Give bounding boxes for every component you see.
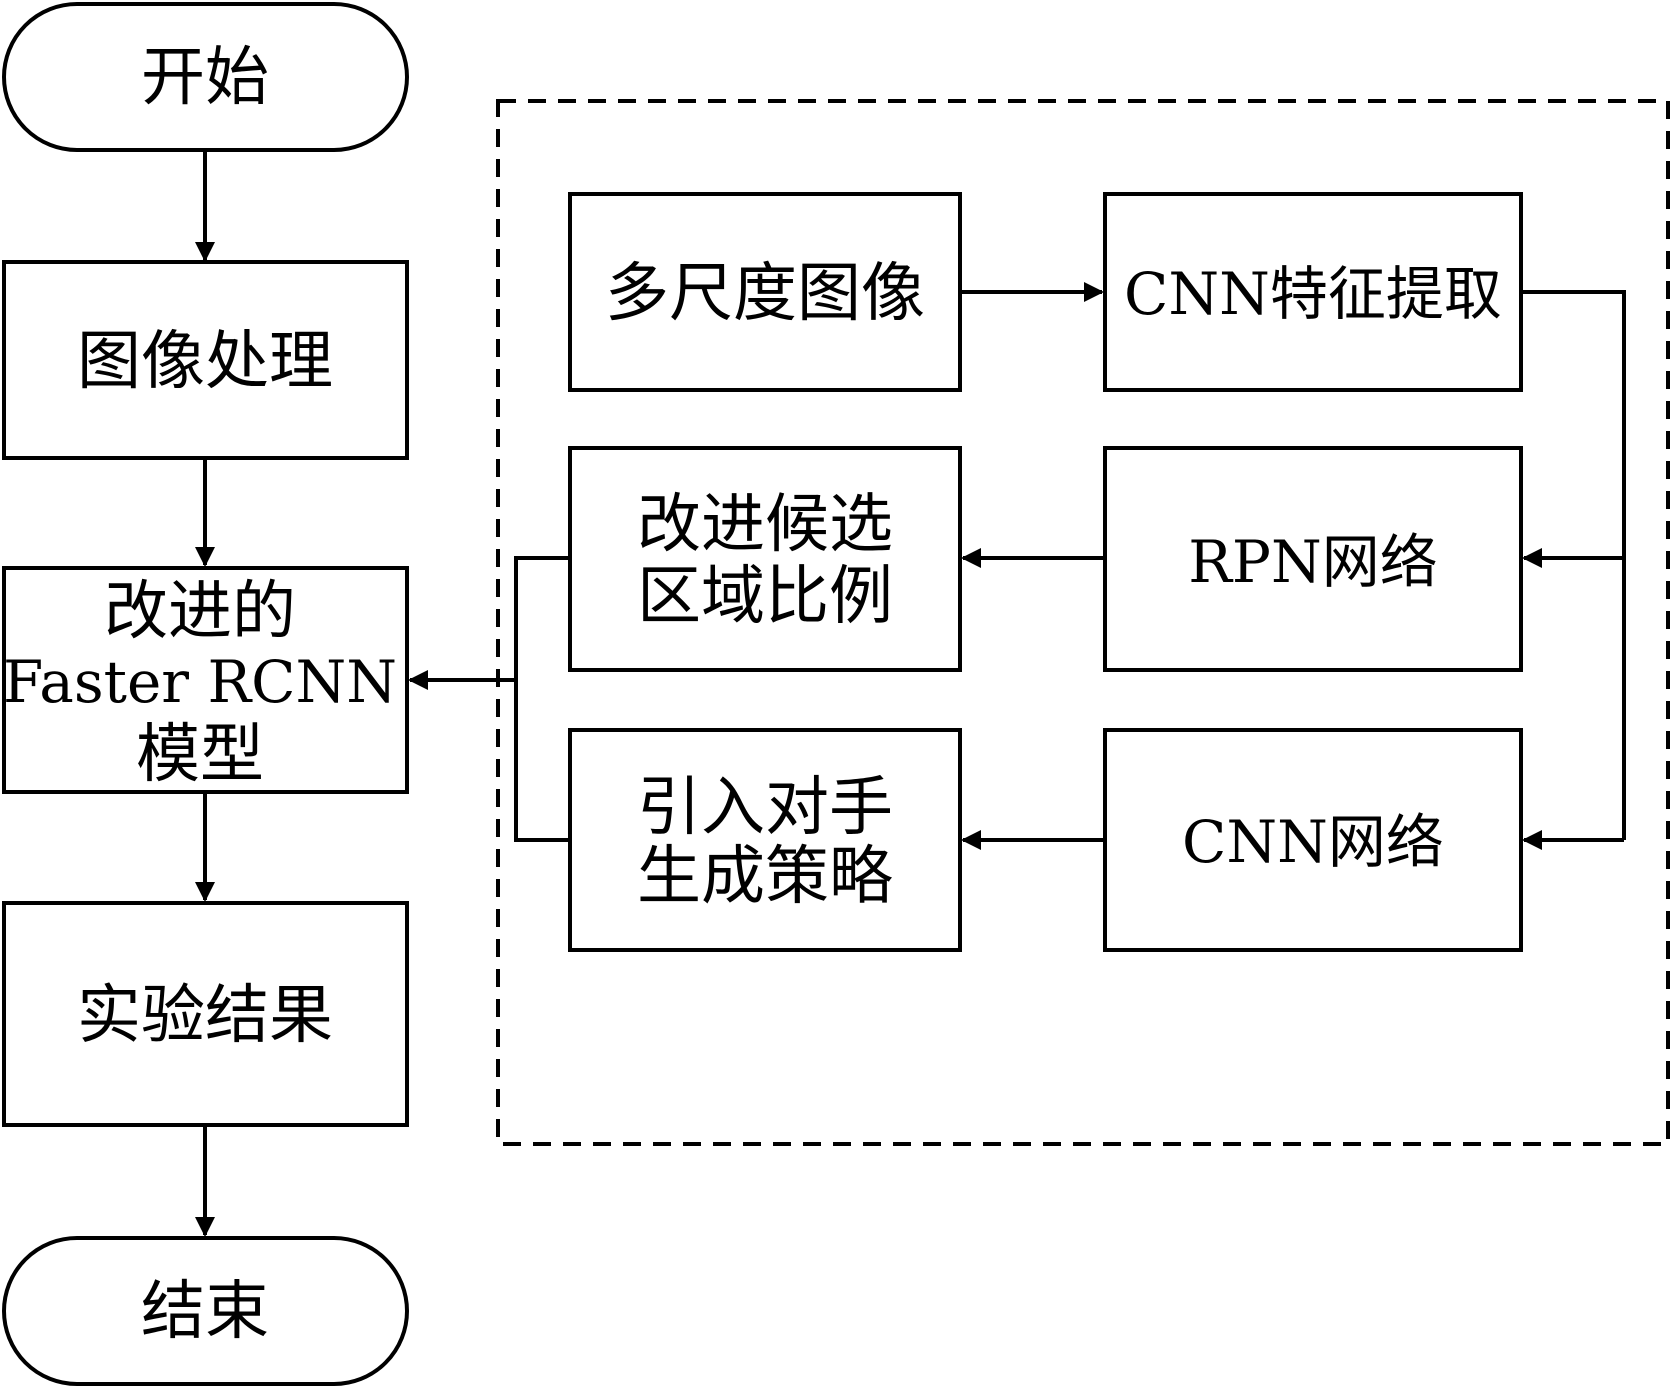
model-node bbox=[2, 566, 409, 794]
image-processing-label: 图像处理 bbox=[77, 325, 333, 399]
cnn-feature-extraction-label: CNN特征提取 bbox=[1124, 260, 1502, 328]
cnn-network-label: CNN网络 bbox=[1182, 808, 1444, 876]
connector-right-vertical bbox=[1521, 290, 1626, 840]
cnn-feature-extraction-node bbox=[1103, 192, 1523, 392]
results-label: 实验结果 bbox=[77, 979, 333, 1053]
adversarial-strategy-label-line2: 生成策略 bbox=[637, 840, 893, 914]
model-label-line2: Faster RCNN bbox=[3, 648, 397, 716]
model-label-line3: 模型 bbox=[136, 718, 264, 792]
start-label: 开始 bbox=[141, 41, 269, 115]
adversarial-strategy-node bbox=[568, 728, 962, 952]
improve-region-ratio-label-line2: 区域比例 bbox=[637, 560, 893, 634]
adversarial-strategy-label-line1: 引入对手 bbox=[637, 771, 893, 845]
improve-region-ratio-node bbox=[568, 446, 962, 672]
model-label-line1: 改进的 bbox=[104, 575, 296, 649]
rpn-network-label: RPN网络 bbox=[1188, 528, 1437, 596]
image-processing-node bbox=[2, 260, 409, 460]
multi-scale-image-label: 多尺度图像 bbox=[605, 257, 925, 331]
rpn-network-node bbox=[1103, 446, 1523, 672]
improve-region-ratio-label-line1: 改进候选 bbox=[637, 488, 893, 562]
cnn-network-node bbox=[1103, 728, 1523, 952]
end-node bbox=[2, 1236, 409, 1386]
multi-scale-image-node bbox=[568, 192, 962, 392]
connector-left-bracket bbox=[514, 556, 570, 842]
end-label: 结束 bbox=[141, 1275, 269, 1349]
detail-region-dashed-frame bbox=[496, 99, 1670, 1146]
